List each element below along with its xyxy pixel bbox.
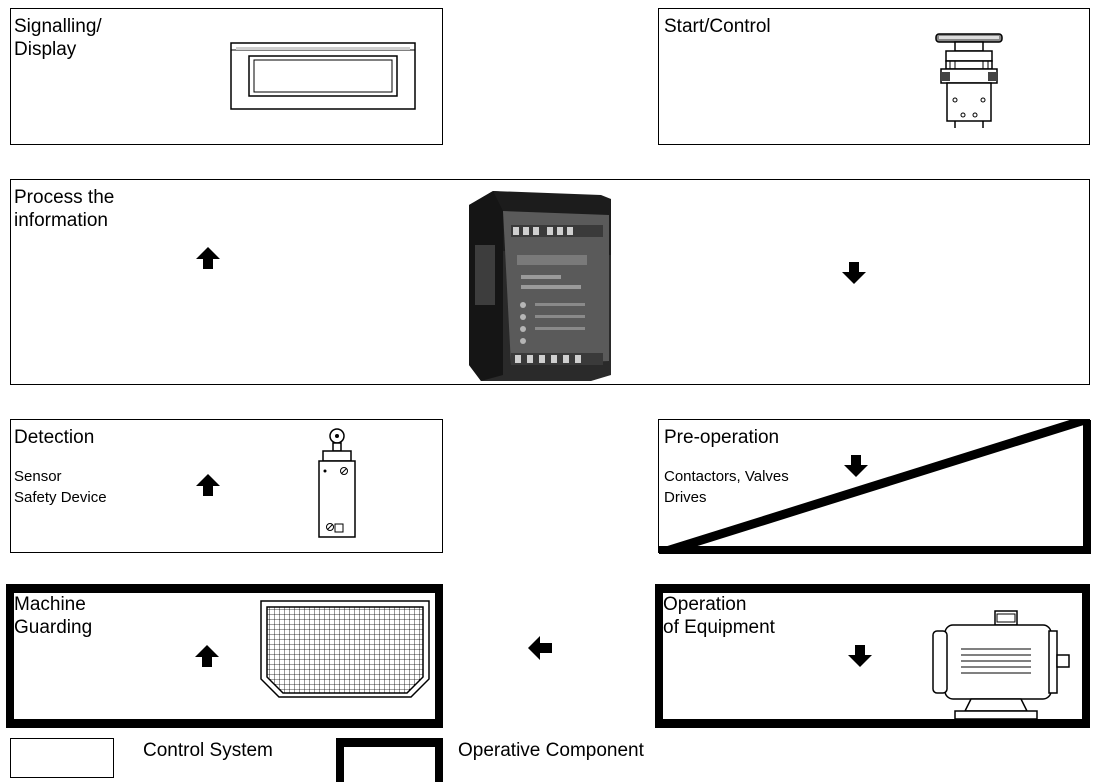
arrow-up-icon xyxy=(195,645,219,667)
pre-operation-block: Pre-operation Contactors, Valves Drives xyxy=(658,419,1091,554)
guard-mesh-icon xyxy=(260,600,430,698)
detection-block: Detection Sensor Safety Device xyxy=(10,419,443,553)
start-control-title: Start/Control xyxy=(664,16,771,37)
push-button-icon xyxy=(935,33,1003,128)
start-control-block: Start/Control xyxy=(658,8,1090,145)
legend-operative-component-swatch xyxy=(336,738,443,782)
pre-operation-subtitle: Contactors, Valves Drives xyxy=(664,468,789,506)
arrow-down-icon xyxy=(844,455,868,477)
arrow-left-icon xyxy=(528,636,552,660)
legend-operative-component-label: Operative Component xyxy=(458,740,644,761)
arrow-down-icon xyxy=(842,262,866,284)
legend-control-system-label: Control System xyxy=(143,740,273,761)
operation-equipment-block: Operation of Equipment xyxy=(655,584,1090,728)
machine-guarding-title: Machine Guarding xyxy=(14,594,93,638)
legend-control-system-swatch xyxy=(10,738,114,778)
detection-subtitle: Sensor Safety Device xyxy=(14,468,107,506)
display-panel-icon xyxy=(230,42,416,110)
diagonal-divider xyxy=(659,420,1091,554)
limit-switch-icon xyxy=(318,428,356,538)
arrow-up-icon xyxy=(196,474,220,496)
pre-operation-title: Pre-operation xyxy=(664,427,780,448)
operation-equipment-title: Operation of Equipment xyxy=(663,594,775,638)
process-information-title: Process the information xyxy=(14,187,115,231)
arrow-down-icon xyxy=(848,645,872,667)
detection-title: Detection xyxy=(14,427,95,448)
arrow-up-icon xyxy=(196,247,220,269)
process-information-block: Process the information xyxy=(10,179,1090,385)
electric-motor-icon xyxy=(932,610,1070,720)
signalling-display-block: Signalling/ Display xyxy=(10,8,443,145)
machine-guarding-block: Machine Guarding xyxy=(6,584,443,728)
safety-relay-module-icon xyxy=(469,191,611,381)
signalling-display-title: Signalling/ Display xyxy=(14,16,102,60)
